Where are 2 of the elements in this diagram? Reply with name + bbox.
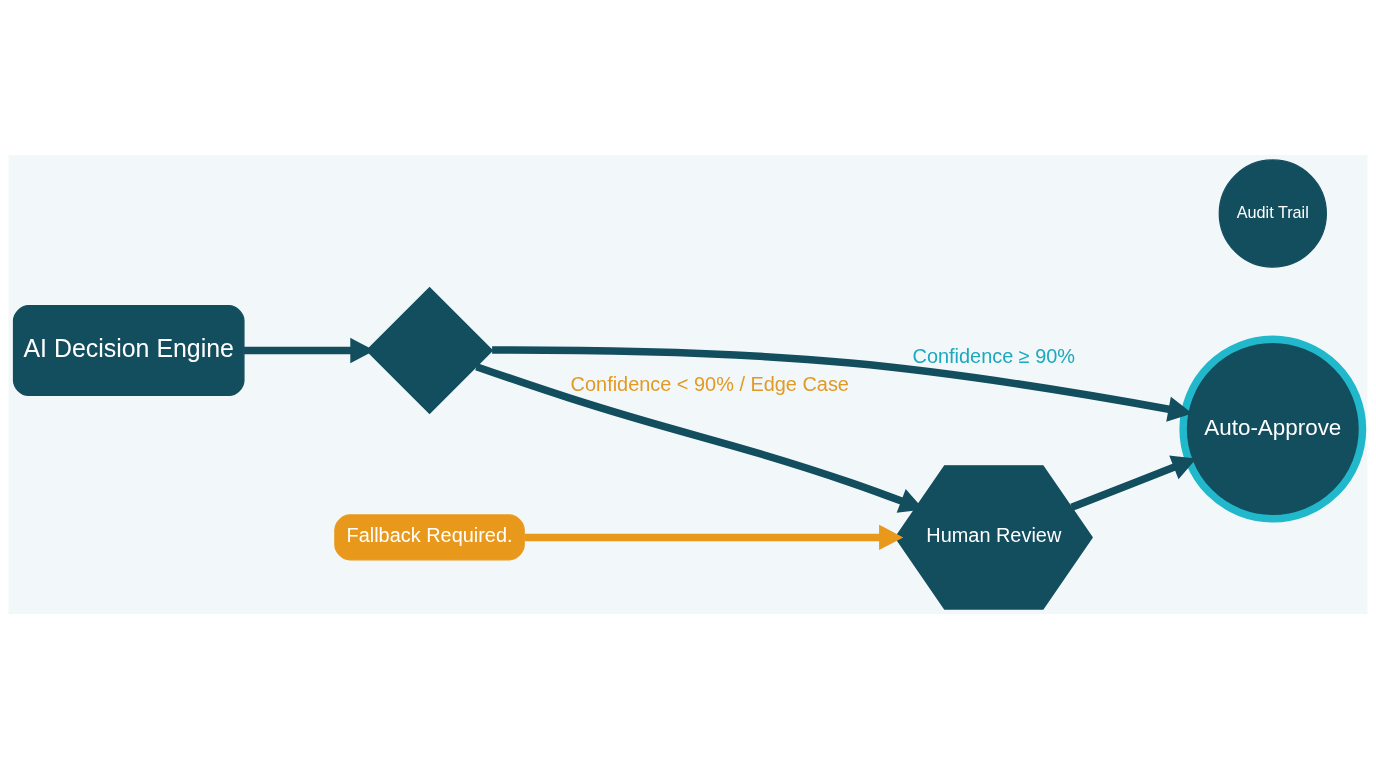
edge-label: Confidence ≥ 90% <box>912 344 1076 367</box>
edge-label: Confidence < 90% / Edge Case <box>570 372 849 395</box>
